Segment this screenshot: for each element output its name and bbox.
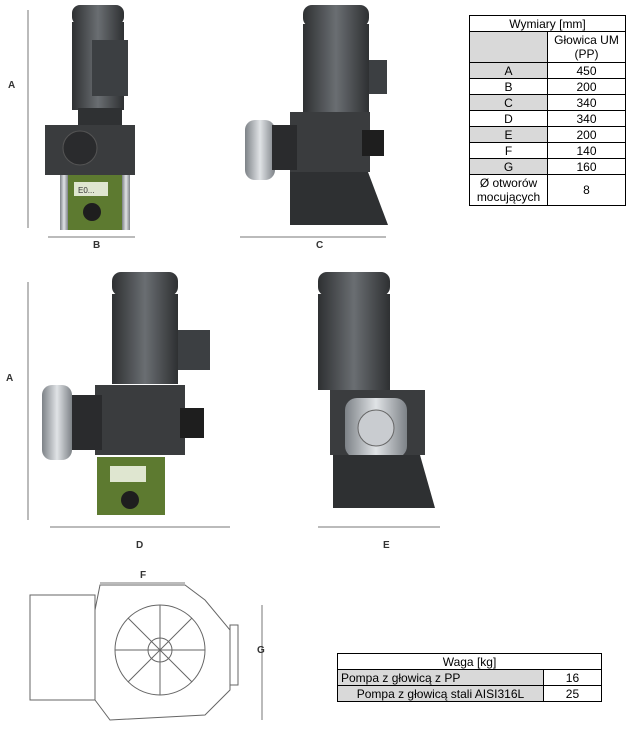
dim-label-d: D <box>136 540 143 551</box>
pump-display: Е0... <box>78 186 94 195</box>
dim-label-e: E <box>383 540 390 551</box>
pump-side-view-1 <box>245 5 388 225</box>
dim-label-a-1: A <box>8 80 15 91</box>
dim-label-c: C <box>316 240 323 251</box>
pump-front-view-2 <box>42 272 210 515</box>
dim-label-a-2: A <box>6 373 13 384</box>
pump-front-view-1: Е0... <box>45 5 135 230</box>
dimensions-table-title: Wymiary [mm] <box>469 15 626 32</box>
dimension-lines <box>27 10 440 720</box>
pump-top-outline-view <box>29 584 239 721</box>
dim-label-f: F <box>140 570 146 581</box>
weight-table-title: Waga [kg] <box>337 653 602 670</box>
dim-label-b: B <box>93 240 100 251</box>
pump-side-view-2 <box>318 272 435 508</box>
dim-label-g: G <box>257 645 265 656</box>
dimensions-column-header: Głowica UM (PP) <box>547 31 626 63</box>
